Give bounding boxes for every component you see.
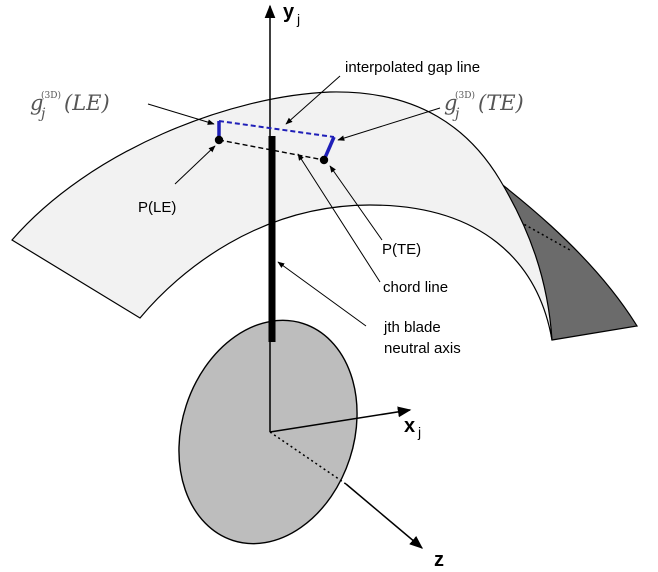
point-le — [214, 135, 224, 145]
label-chord-line: chord line — [383, 279, 448, 296]
label-y-axis: y j — [283, 1, 300, 27]
label-g-le: g j (3D) (LE) — [30, 90, 110, 122]
svg-text:(3D): (3D) — [455, 90, 475, 101]
label-p-te: P(TE) — [382, 241, 421, 258]
hub-disc — [178, 319, 358, 545]
label-z-axis: z — [434, 549, 444, 571]
arrow-g-te — [337, 107, 441, 141]
label-interpolated-gap-line: interpolated gap line — [345, 59, 480, 76]
svg-text:j: j — [452, 106, 460, 122]
blade-surface — [11, 91, 553, 341]
label-g-te: g j (3D) (TE) — [444, 90, 524, 122]
arrow-gap-line — [285, 75, 341, 125]
svg-text:(TE): (TE) — [478, 91, 524, 115]
arrow-g-le — [147, 103, 215, 125]
arrow-p-te — [329, 165, 383, 241]
z-axis — [345, 483, 424, 549]
arrow-neutral-axis — [277, 261, 367, 327]
svg-text:x: x — [404, 415, 415, 437]
arrow-p-le — [174, 145, 216, 185]
svg-text:y: y — [283, 1, 295, 23]
label-p-le: P(LE) — [138, 199, 176, 216]
point-te — [319, 155, 329, 165]
label-x-axis: x j — [404, 415, 421, 440]
svg-text:z: z — [434, 549, 444, 571]
label-neutral-axis-line1: jth blade — [383, 319, 441, 336]
label-neutral-axis-line2: neutral axis — [384, 340, 461, 357]
svg-text:(LE): (LE) — [64, 91, 110, 115]
svg-text:g: g — [444, 91, 457, 115]
chord-line — [218, 139, 325, 161]
x-axis — [269, 406, 412, 433]
arrow-chord — [297, 153, 381, 283]
svg-text:j: j — [38, 106, 46, 122]
z-axis-hidden — [269, 431, 347, 485]
svg-text:g: g — [30, 91, 43, 115]
svg-text:(3D): (3D) — [41, 90, 61, 101]
svg-text:j: j — [296, 11, 300, 27]
interpolated-gap-line — [218, 120, 335, 138]
svg-text:j: j — [417, 424, 421, 440]
